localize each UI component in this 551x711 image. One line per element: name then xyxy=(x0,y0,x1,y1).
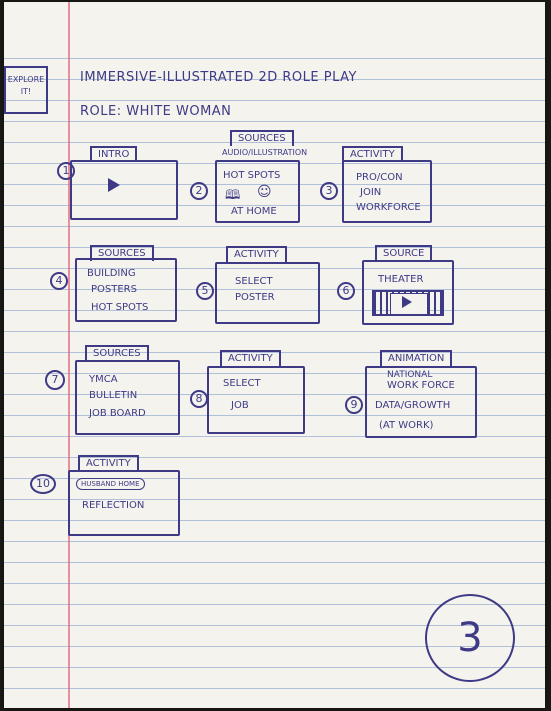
notebook-page xyxy=(4,2,545,708)
frame-line: JOB BOARD xyxy=(89,408,146,419)
frame-line: SELECT xyxy=(235,276,273,287)
margin-line xyxy=(68,2,70,708)
frame-tab: ACTIVITY xyxy=(342,146,403,162)
page-number-circle: 3 xyxy=(425,594,515,682)
badge-line-2: IT! xyxy=(20,87,32,96)
frame-line: (AT WORK) xyxy=(379,420,434,431)
storyboard-frame: SELECT JOB xyxy=(207,366,305,434)
play-icon xyxy=(108,178,120,192)
frame-line: HOT SPOTS xyxy=(223,170,281,181)
frame-number: 4 xyxy=(50,272,68,290)
storyboard-frame: YMCA BULLETIN JOB BOARD xyxy=(75,360,180,435)
frame-line: NATIONAL xyxy=(387,370,433,380)
frame-number: 5 xyxy=(196,282,214,300)
storyboard-frame: NATIONAL WORK FORCE DATA/GROWTH (AT WORK… xyxy=(365,366,477,438)
frame-tab: SOURCE xyxy=(375,245,433,261)
frame-line: BUILDING xyxy=(87,268,136,279)
frame-number: 8 xyxy=(190,390,208,408)
frame-subtab: AUDIO/ILLUSTRATION xyxy=(222,148,308,157)
frame-number: 3 xyxy=(320,182,338,200)
frame-tab: ACTIVITY xyxy=(226,246,287,262)
storyboard-frame: BUILDING POSTERS HOT SPOTS xyxy=(75,258,177,322)
frame-line: JOIN xyxy=(360,187,382,198)
frame-number: 7 xyxy=(45,370,65,390)
frame-number: 9 xyxy=(345,396,363,414)
frame-tab: ACTIVITY xyxy=(78,455,139,471)
frame-line: JOB xyxy=(231,400,249,411)
page-title: IMMERSIVE-ILLUSTRATED 2D ROLE PLAY xyxy=(80,70,357,85)
theater-stage-icon xyxy=(372,290,444,316)
frame-line: AT HOME xyxy=(231,206,277,217)
frame-line: SELECT xyxy=(223,378,261,389)
frame-line: POSTERS xyxy=(91,284,137,295)
play-icon xyxy=(402,296,412,308)
storyboard-frame: THEATER xyxy=(362,260,454,325)
storyboard-frame: SELECT POSTER xyxy=(215,262,320,324)
storyboard-frame: PRO/CON JOIN WORKFORCE xyxy=(342,160,432,223)
frame-line: BULLETIN xyxy=(89,390,138,401)
badge-line-1: EXPLORE xyxy=(7,75,45,84)
frame-tab: ACTIVITY xyxy=(220,350,281,366)
role-label: ROLE: WHITE WOMAN xyxy=(80,104,232,119)
frame-tab: INTRO xyxy=(90,146,138,162)
storyboard-frame xyxy=(70,160,178,220)
frame-line: HOT SPOTS xyxy=(91,302,149,313)
frame-line: DATA/GROWTH xyxy=(375,400,451,411)
frame-number: 10 xyxy=(30,474,56,494)
frame-number: 1 xyxy=(57,162,75,180)
frame-line: THEATER xyxy=(378,274,424,285)
frame-number: 6 xyxy=(337,282,355,300)
explore-it-badge: EXPLORE IT! xyxy=(4,66,48,114)
frame-line: HUSBAND HOME xyxy=(76,478,145,490)
frame-tab: ANIMATION xyxy=(380,350,453,366)
frame-line: YMCA xyxy=(89,374,118,385)
frame-tab: SOURCES xyxy=(230,130,294,146)
frame-tab: SOURCES xyxy=(85,345,149,361)
book-icon: 🕮 xyxy=(225,188,241,203)
storyboard-frame: HUSBAND HOME REFLECTION xyxy=(68,470,180,536)
frame-line: REFLECTION xyxy=(82,500,145,511)
frame-line: POSTER xyxy=(235,292,275,303)
frame-line: PRO/CON xyxy=(356,172,403,183)
person-icon: ☺ xyxy=(257,184,272,200)
frame-tab: SOURCES xyxy=(90,245,154,261)
storyboard-frame: HOT SPOTS 🕮 ☺ AT HOME xyxy=(215,160,300,223)
frame-line: WORK FORCE xyxy=(387,380,455,391)
frame-number: 2 xyxy=(190,182,208,200)
frame-line: WORKFORCE xyxy=(356,202,421,213)
